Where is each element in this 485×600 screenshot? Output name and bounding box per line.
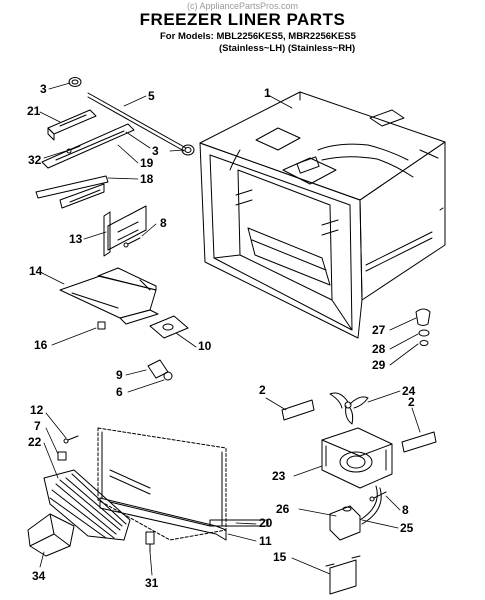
part-screw-8a: [123, 237, 141, 248]
part-housing-14: [59, 267, 159, 325]
callout-29: 29: [372, 358, 386, 372]
part-fan-housing-23: [321, 427, 393, 489]
callout-19: 19: [140, 156, 154, 170]
part-screw-12: [63, 435, 79, 444]
callout-32: 32: [28, 153, 42, 167]
part-thermistor-9: [147, 359, 169, 379]
callout-12: 12: [30, 403, 44, 417]
part-cap-27: [415, 308, 431, 326]
part-slide-18: [35, 175, 109, 209]
callout-21: 21: [27, 104, 41, 118]
callout-1: 1: [264, 86, 271, 100]
variants-line: (Stainless~LH) (Stainless~RH): [219, 43, 356, 54]
part-plug-6: [163, 371, 173, 381]
part-connector-31: [145, 531, 155, 553]
callout-18: 18: [140, 172, 154, 186]
callout-14: 14: [29, 264, 43, 278]
callout-15: 15: [273, 550, 287, 564]
callout-5: 5: [148, 89, 155, 103]
callout-3-upper: 3: [40, 82, 47, 96]
part-freezer-liner: [199, 91, 446, 339]
callout-26: 26: [276, 502, 290, 516]
part-bracket-15: [325, 555, 361, 595]
part-shaft-5: [87, 92, 187, 152]
callout-23: 23: [272, 469, 286, 483]
callout-27: 27: [372, 323, 386, 337]
part-motor-26: [329, 485, 382, 541]
part-strip-20b: [209, 519, 269, 527]
callout-28: 28: [372, 342, 386, 356]
callout-8-upper: 8: [160, 216, 167, 230]
part-fan-blade-24: [329, 392, 369, 425]
part-bracket-13: [103, 205, 147, 257]
part-cover-11: [97, 427, 227, 541]
part-ring-28: [418, 329, 430, 337]
callout-16: 16: [34, 338, 48, 352]
callout-2-right: 2: [408, 395, 415, 409]
callout-24: 24: [402, 384, 416, 398]
models-line: For Models: MBL2256KES5, MBR2256KES5: [160, 31, 356, 42]
callout-22: 22: [28, 435, 42, 449]
callout-9: 9: [116, 368, 123, 382]
part-pad-2b: [401, 431, 437, 453]
callout-11: 11: [259, 534, 272, 548]
part-clip-3a: [68, 77, 82, 87]
part-screw-32: [66, 145, 81, 154]
callout-7: 7: [34, 419, 41, 433]
watermark: (c) AppliancePartsPros.com: [186, 1, 299, 11]
part-clip-7: [57, 451, 67, 461]
part-slide-19: [41, 123, 135, 169]
callout-13: 13: [69, 232, 83, 246]
part-gasket-10: [149, 315, 189, 339]
callout-8-lower: 8: [402, 503, 409, 517]
leader-lines: [39, 82, 421, 576]
part-washer-29: [419, 340, 429, 346]
callout-25: 25: [400, 521, 414, 535]
callout-10: 10: [198, 339, 212, 353]
part-clip-16: [97, 321, 106, 330]
callout-20: 20: [259, 516, 273, 530]
page-title: FREEZER LINER PARTS: [139, 10, 346, 29]
part-cover-34: [27, 513, 75, 557]
part-grille-22: [43, 469, 131, 541]
part-screw-8b: [369, 491, 387, 502]
callout-34: 34: [32, 569, 46, 583]
part-bracket-21: [47, 109, 97, 141]
callout-labels: 1 3 5 21 32 3 19 18 13 8 14 16 10 9 6 27…: [27, 82, 416, 590]
callout-3-lower: 3: [152, 144, 159, 158]
callout-6: 6: [116, 385, 123, 399]
callout-31: 31: [145, 576, 159, 590]
callout-2-left: 2: [259, 383, 266, 397]
part-pad-2a: [281, 399, 315, 421]
